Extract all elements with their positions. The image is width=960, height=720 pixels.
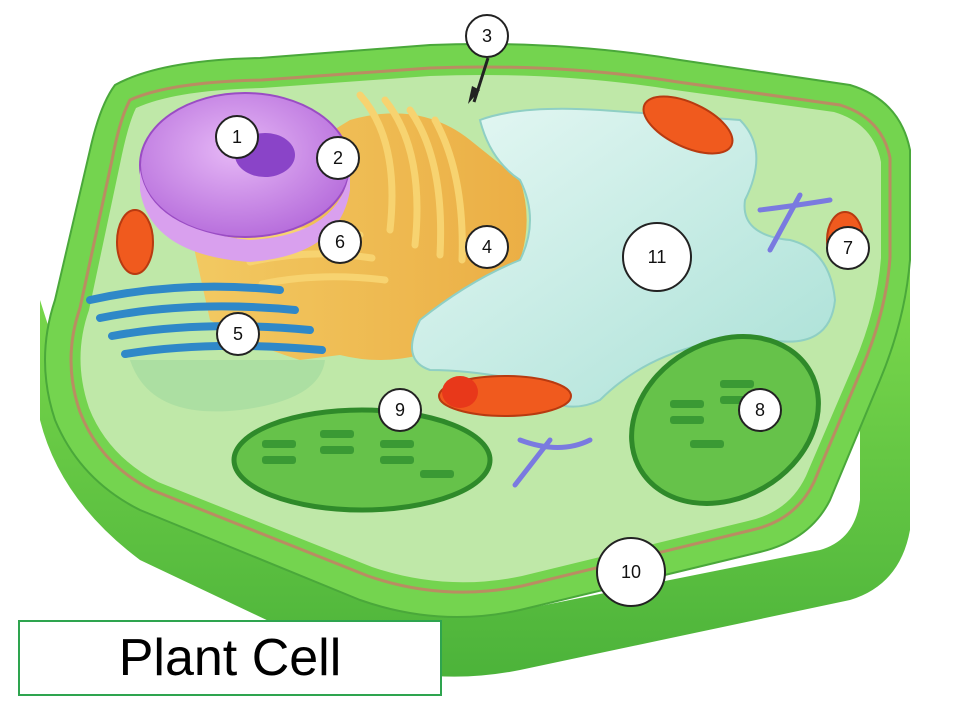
marker-1: 1 [215, 115, 259, 159]
marker-3: 3 [465, 14, 509, 58]
marker-5: 5 [216, 312, 260, 356]
marker-11: 11 [622, 222, 692, 292]
marker-6: 6 [318, 220, 362, 264]
cell-membrane [69, 65, 892, 594]
cell-wall-side [40, 240, 910, 677]
marker-8: 8 [738, 388, 782, 432]
marker-2: 2 [316, 136, 360, 180]
title-box: Plant Cell [18, 620, 442, 696]
golgi-apparatus [86, 282, 326, 358]
marker-10: 10 [596, 537, 666, 607]
cytoskeleton [512, 192, 833, 488]
marker-4: 4 [465, 225, 509, 269]
marker-7: 7 [826, 226, 870, 270]
pointer-arrow [472, 57, 490, 103]
marker-9: 9 [378, 388, 422, 432]
chloroplasts [231, 334, 821, 513]
page-title: Plant Cell [118, 629, 342, 687]
